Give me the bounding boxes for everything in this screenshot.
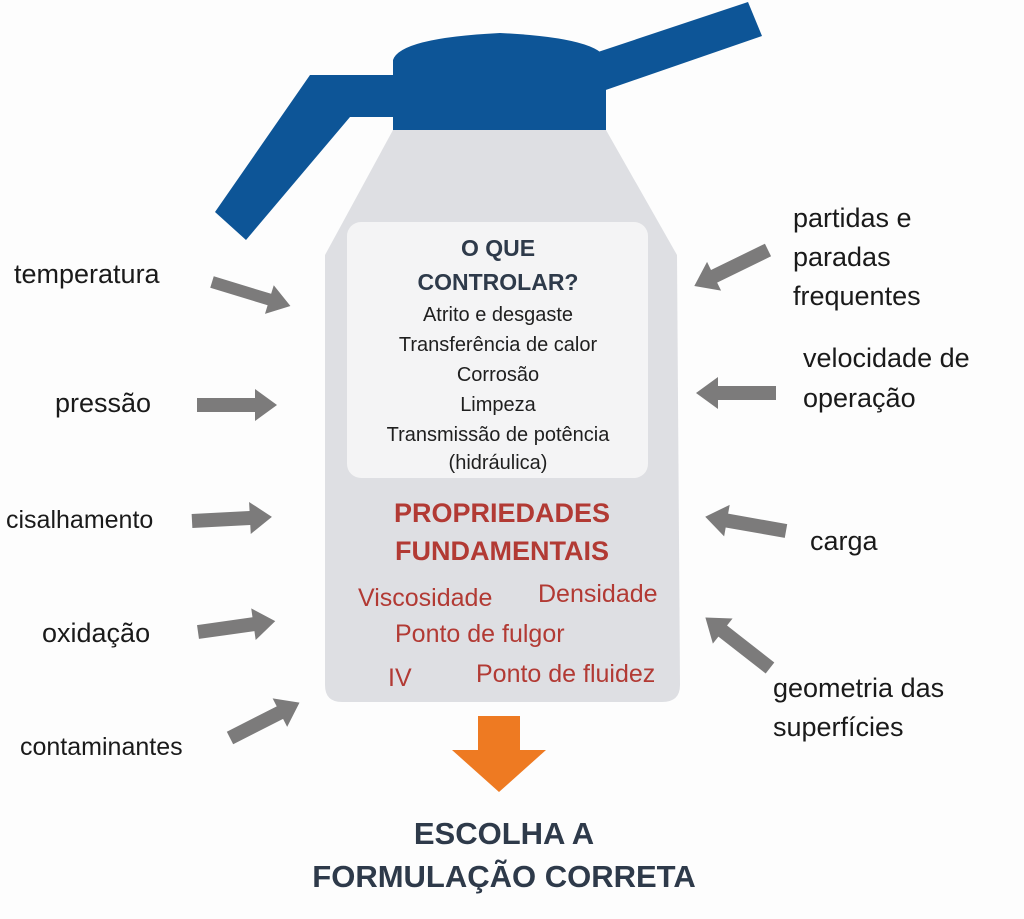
factor-label: contaminantes	[20, 733, 183, 761]
factor-label: partidas e	[793, 203, 912, 233]
properties-title: PROPRIEDADES	[394, 498, 610, 528]
factor-label: temperatura	[14, 259, 161, 289]
factor-label: velocidade de	[803, 343, 970, 373]
arrow-icon	[705, 617, 775, 674]
properties-section: PROPRIEDADES FUNDAMENTAIS Viscosidade De…	[358, 498, 658, 692]
property-item: Viscosidade	[358, 584, 492, 612]
factor-label: operação	[803, 383, 916, 413]
control-title: O QUE	[461, 235, 535, 261]
control-item: Transmissão de potência	[387, 424, 611, 446]
factor-label: frequentes	[793, 281, 921, 311]
result-title: ESCOLHA A	[414, 816, 594, 851]
result-arrow-icon	[452, 716, 546, 792]
factor-label: oxidação	[42, 618, 150, 648]
properties-title: FUNDAMENTAIS	[395, 536, 609, 566]
arrow-icon	[197, 608, 276, 641]
factor-label: carga	[810, 526, 879, 556]
left-factors: temperatura pressão cisalhamento oxidaçã…	[6, 259, 183, 761]
property-item: IV	[388, 664, 412, 692]
factor-arrows	[191, 243, 788, 745]
factor-label: pressão	[55, 388, 151, 418]
factor-label: superfícies	[773, 712, 904, 742]
arrow-icon	[210, 276, 291, 314]
control-item: Corrosão	[457, 364, 539, 386]
arrow-icon	[191, 501, 272, 534]
control-item: Atrito e desgaste	[423, 304, 573, 326]
arrow-icon	[705, 504, 788, 538]
arrow-icon	[694, 243, 772, 291]
property-item: Ponto de fulgor	[395, 620, 565, 648]
result-title: FORMULAÇÃO CORRETA	[312, 859, 695, 894]
property-item: Densidade	[538, 580, 658, 608]
control-item: Limpeza	[460, 394, 536, 416]
control-title: CONTROLAR?	[418, 269, 579, 295]
arrow-icon	[696, 377, 776, 409]
control-item: (hidráulica)	[449, 452, 548, 474]
factor-label: geometria das	[773, 673, 944, 703]
right-factors: partidas e paradas frequentes velocidade…	[773, 203, 970, 742]
control-item: Transferência de calor	[399, 334, 598, 356]
property-item: Ponto de fluidez	[476, 660, 655, 688]
oil-can-icon	[215, 2, 762, 702]
factor-label: paradas	[793, 242, 891, 272]
control-section: O QUE CONTROLAR? Atrito e desgaste Trans…	[387, 235, 611, 474]
factor-label: cisalhamento	[6, 506, 153, 534]
arrow-icon	[197, 389, 277, 421]
arrow-icon	[226, 698, 300, 745]
control-panel	[347, 222, 648, 478]
